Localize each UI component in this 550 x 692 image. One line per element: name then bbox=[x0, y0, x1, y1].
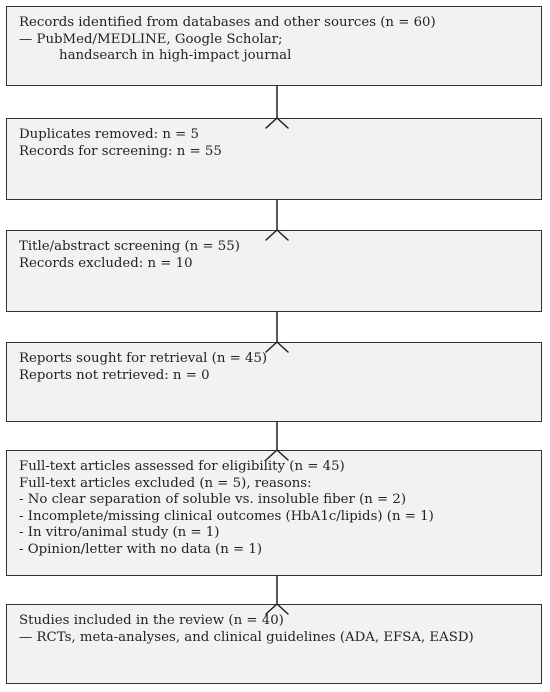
identification-count-text: Records identified from databases and ot… bbox=[19, 15, 436, 30]
records-for-screening-text: Records for screening: n = 55 bbox=[19, 143, 222, 159]
arrow-down-icon bbox=[265, 311, 289, 353]
reports-sought-text: Reports sought for retrieval (n = 45) bbox=[19, 351, 268, 366]
flow-box-identification: Records identified from databases and ot… bbox=[6, 6, 542, 86]
records-excluded-text: Records excluded: n = 10 bbox=[19, 255, 193, 271]
arrow-down-icon bbox=[265, 85, 289, 129]
arrow-down-icon bbox=[265, 421, 289, 461]
eligibility-assessed-text: Full-text articles assessed for eligibil… bbox=[19, 459, 345, 474]
exclusion-reason-fiber: - No clear separation of soluble vs. ins… bbox=[19, 492, 407, 507]
studies-included-types-text: — RCTs, meta-analyses, and clinical guid… bbox=[19, 629, 474, 645]
arrow-down-icon bbox=[265, 199, 289, 241]
exclusion-reason-opinion: - Opinion/letter with no data (n = 1) bbox=[19, 541, 263, 557]
duplicates-removed-text: Duplicates removed: n = 5 bbox=[19, 127, 199, 142]
flow-box-retrieval: Reports sought for retrieval (n = 45) Re… bbox=[6, 342, 542, 422]
flow-box-included: Studies included in the review (n = 40) … bbox=[6, 604, 542, 684]
identification-handsearch-text: handsearch in high-impact journal bbox=[59, 48, 292, 63]
arrow-down-icon bbox=[265, 575, 289, 615]
reports-not-retrieved-text: Reports not retrieved: n = 0 bbox=[19, 367, 210, 383]
studies-included-text: Studies included in the review (n = 40) bbox=[19, 613, 284, 628]
exclusion-reason-in-vitro: - In vitro/animal study (n = 1) bbox=[19, 525, 220, 540]
screening-count-text: Title/abstract screening (n = 55) bbox=[19, 239, 240, 254]
flow-box-duplicates: Duplicates removed: n = 5 Records for sc… bbox=[6, 118, 542, 200]
eligibility-excluded-text: Full-text articles excluded (n = 5), rea… bbox=[19, 475, 312, 491]
flow-box-eligibility: Full-text articles assessed for eligibil… bbox=[6, 450, 542, 576]
flow-box-screening: Title/abstract screening (n = 55) Record… bbox=[6, 230, 542, 312]
exclusion-reason-outcomes: - Incomplete/missing clinical outcomes (… bbox=[19, 508, 434, 524]
identification-sources-text: — PubMed/MEDLINE, Google Scholar; bbox=[19, 31, 283, 47]
